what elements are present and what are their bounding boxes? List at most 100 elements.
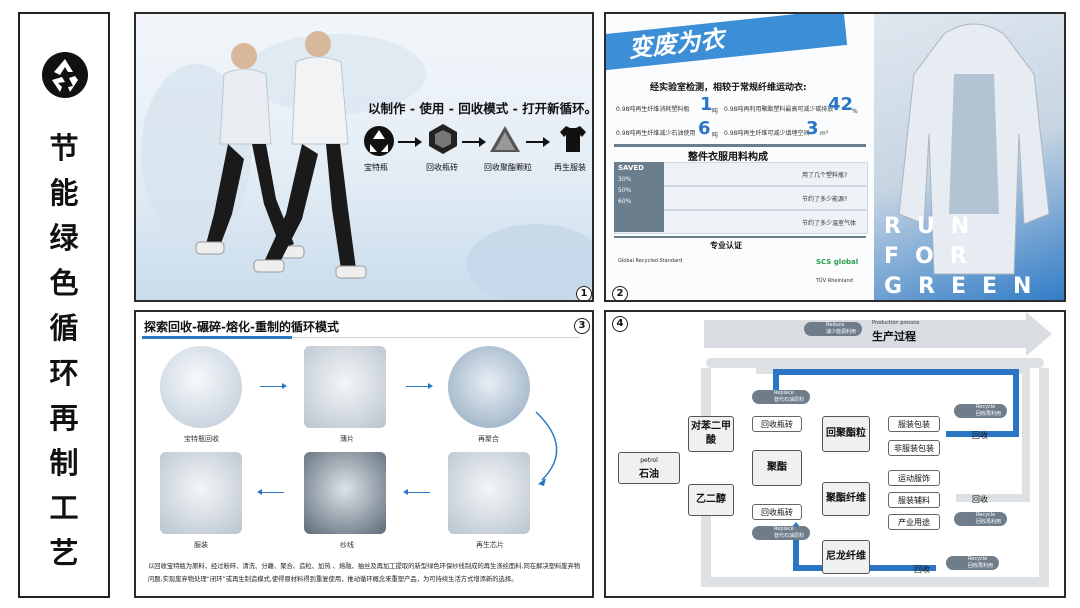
panel-title: 探索回收-碾碎-熔化-重制的循环模式 [144, 320, 339, 334]
pellet-pile-icon [490, 126, 520, 152]
step-caption: 薄片 [340, 435, 354, 443]
node-polyester: 聚酯 [752, 450, 802, 486]
process-title: 生产过程 [872, 330, 916, 343]
description: 以回收宝特瓶为原料，经过粉碎、清洗、分離、聚合、造粒、加热 、熔融、抽丝及再加工… [148, 563, 581, 583]
badge-en: Recycle [968, 556, 988, 562]
output-tag: 服装包装 [888, 416, 940, 432]
step-caption: 纱线 [340, 541, 354, 549]
yarn-photo [304, 452, 386, 534]
badge-cn: 替代石油原料 [774, 397, 805, 403]
title-char: 循 [49, 311, 79, 345]
step-arrow [257, 489, 284, 495]
bottle-brick-icon [429, 124, 457, 154]
node-nylon: 尼龙纤维 [822, 540, 870, 574]
bar-note: 节约了多少温室气体 [802, 220, 857, 227]
badge-en: Reduce [826, 322, 845, 328]
node-label: 石油 [639, 469, 659, 480]
panel-number: 2 [612, 286, 628, 300]
badge-en: Replace [774, 526, 794, 532]
bar-note: 节约了多少能源? [802, 196, 848, 203]
chips-photo [448, 452, 530, 534]
replace-badge: Replace 替代石油原料 [752, 390, 811, 404]
output-tag: 运动服饰 [888, 470, 940, 486]
stat-value: 6 [698, 118, 711, 139]
title-char: 再 [49, 401, 79, 435]
step-arrow [406, 383, 433, 389]
stat-value: 1 [700, 94, 713, 115]
tag-bottle-brick: 回收瓶砖 [752, 416, 802, 432]
badge-en: Recycle [976, 512, 996, 518]
flow-arrow [398, 137, 422, 147]
sidebar: 节 能 绿 色 循 环 再 制 工 艺 [18, 12, 110, 598]
flow-arrow [462, 137, 486, 147]
badge-cn: 减少能源利用 [826, 329, 857, 335]
stat-text: 0.98吨再生纤维消耗塑料瓶 [616, 106, 690, 113]
output-tag: 产业用途 [888, 514, 940, 530]
panel-number: 3 [574, 318, 590, 334]
vertical-title: 节 能 绿 色 循 环 再 制 工 艺 [20, 126, 108, 576]
recycle-label: 回收 [972, 495, 988, 504]
output-tag: 非服装包装 [888, 440, 940, 456]
replace-badge: Replace 替代石油原料 [752, 526, 811, 540]
stat-unit: m³ [820, 130, 829, 137]
cert-title: 专业认证 [710, 241, 742, 250]
process-lines [701, 312, 1052, 587]
step-arrow [403, 489, 430, 495]
stat-text: 0.98吨再利用聚酯塑料最高可减少碳排放 [724, 106, 834, 113]
panel-waste-to-clothing: 变废为衣 经实验室检测，相较于常规纤维运动衣: 0.98吨再生纤维消耗塑料瓶 1… [604, 12, 1066, 302]
output-tag: 服装辅料 [888, 492, 940, 508]
node-pta: 对苯二甲酸 [688, 416, 734, 452]
recycle-badge: Recycle 回收再利用 [954, 404, 1008, 418]
flow-label: 回收瓶砖 [426, 163, 458, 172]
bottle-recycle-icon [364, 126, 394, 156]
bar-note: 用了几个塑料瓶? [802, 172, 848, 179]
title-char: 色 [49, 266, 79, 300]
panel-number: 1 [576, 286, 592, 300]
title-char: 艺 [49, 536, 79, 570]
badge-cn: 替代石油原料 [774, 533, 805, 539]
saved-label: SAVED [618, 164, 644, 172]
panel-recycle-cycle: 探索回收-碾碎-熔化-重制的循环模式 3 宝特瓶回收 薄片 再聚合 再生芯片 纱… [134, 310, 594, 598]
node-pellet: 回聚酯粒 [822, 416, 870, 452]
reduce-badge: Reduce 减少能源利用 [804, 322, 863, 336]
title-char: 绿 [49, 221, 79, 255]
node-en: petrol [640, 457, 658, 464]
node-petrol: petrol 石油 [618, 452, 680, 484]
cert-item: TÜV Rheinland [816, 278, 853, 284]
flow-label: 回收聚酯颗粒 [484, 163, 532, 172]
cert-item: Global Recycled Standard [618, 258, 683, 264]
slogan: 以制作 - 使用 - 回收模式 - 打开新循环。 [368, 101, 594, 116]
infographic: 变废为衣 经实验室检测，相较于常规纤维运动衣: 0.98吨再生纤维消耗塑料瓶 1… [606, 14, 874, 300]
composition-title: 整件衣服用料构成 [688, 152, 768, 163]
badge-cn: 回收再利用 [976, 411, 1002, 417]
bar-pct: 60% [618, 198, 632, 205]
step-arrow [260, 383, 287, 389]
intro-text: 经实验室检测，相较于常规纤维运动衣: [650, 83, 807, 93]
title-char: 制 [49, 446, 79, 480]
runners-photo [141, 31, 592, 300]
stat-unit: 吨 [712, 108, 719, 115]
garment-photo [160, 452, 242, 534]
stat-value: 42 [828, 94, 854, 115]
recycle-badge: Recycle 回收再利用 [946, 556, 1000, 570]
panel-number: 4 [612, 316, 628, 332]
recycle-label: 回收 [914, 565, 930, 574]
factory-photo [448, 346, 530, 428]
recycle-badge: Recycle 回收再利用 [954, 512, 1008, 526]
cert-item: SCS global [816, 258, 859, 266]
badge-cn: 回收再利用 [968, 563, 994, 569]
stat-unit: % [852, 108, 858, 115]
stat-value: 3 [806, 118, 819, 139]
title-rule [292, 337, 580, 338]
tag-bottle-flake: 回收瓶砖 [752, 504, 802, 520]
stat-unit: 吨 [712, 132, 719, 139]
divider [614, 236, 866, 238]
bar-pct: 50% [618, 187, 632, 194]
step-caption: 服装 [194, 541, 208, 549]
run-text: RUN [884, 214, 986, 239]
curve-arrow [535, 411, 558, 486]
title-char: 节 [49, 131, 79, 165]
badge-en: Recycle [976, 404, 996, 410]
bottles-photo [160, 346, 242, 428]
title-char: 能 [49, 176, 79, 210]
